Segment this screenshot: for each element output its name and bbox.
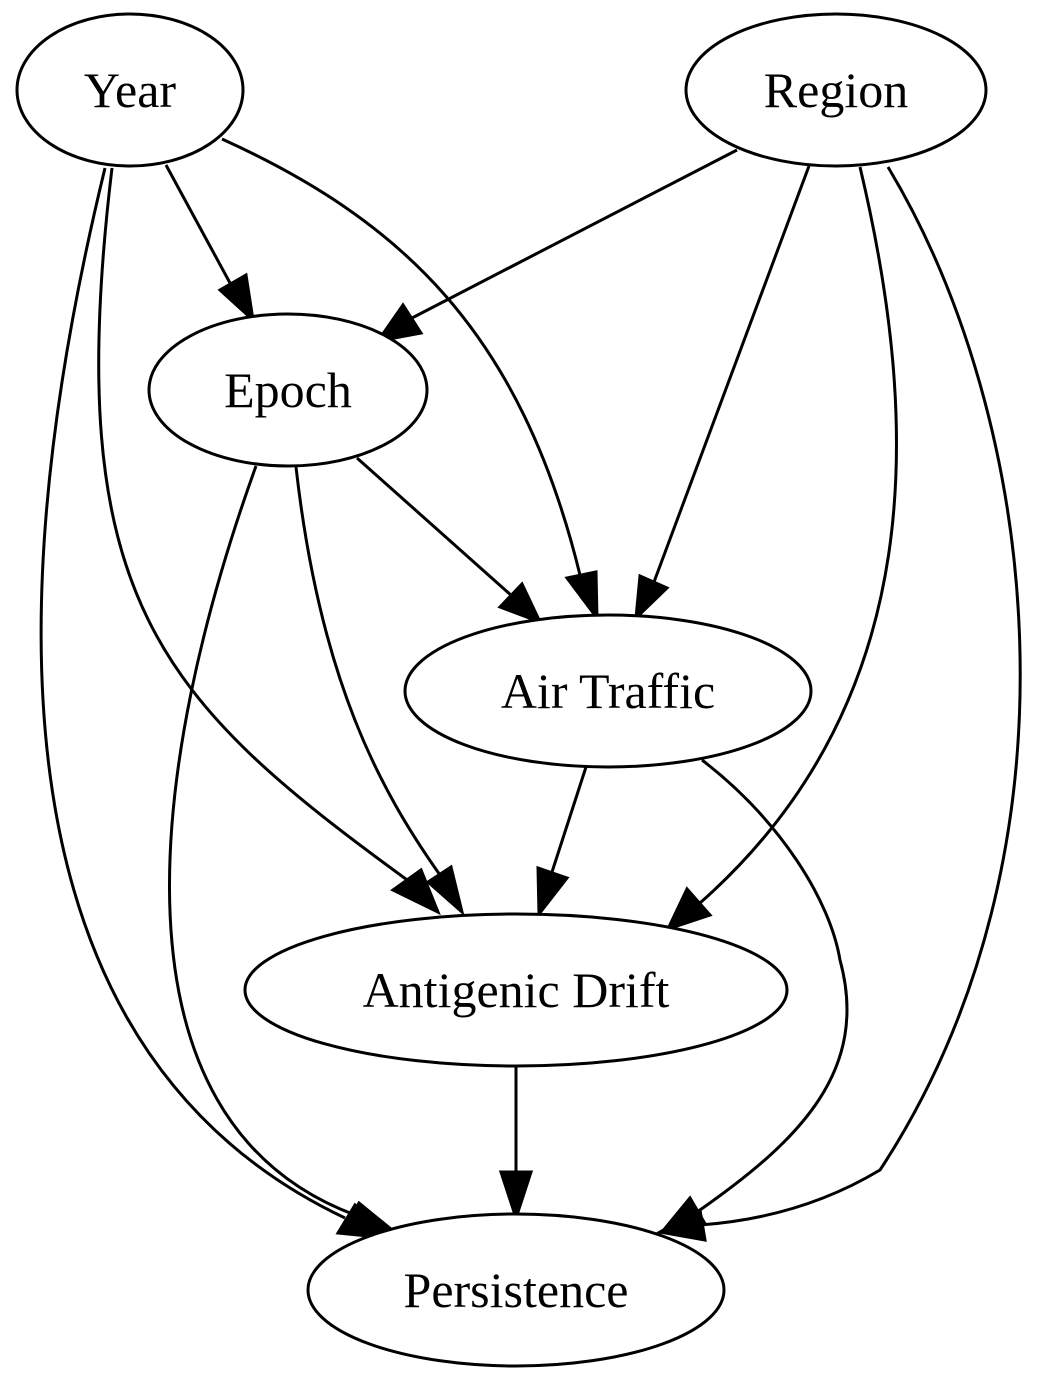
edge-air-traffic-to-antigenic-drift (536, 766, 588, 919)
node-epoch: Epoch (147, 312, 429, 468)
node-region: Region (684, 12, 988, 168)
nodes: Year Region Epoch Air Traffic Antigenic … (15, 12, 988, 1368)
edge-year-to-epoch (164, 164, 256, 324)
edge-epoch-to-air-traffic (356, 456, 543, 625)
edge-antigenic-drift-to-persistence (498, 1066, 534, 1223)
node-air-traffic: Air Traffic (403, 613, 813, 769)
node-persistence: Persistence (306, 1212, 726, 1368)
node-antigenic-drift: Antigenic Drift (243, 912, 789, 1068)
node-persistence-label: Persistence (404, 1262, 629, 1318)
edge-year-to-antigenic-drift (97, 167, 441, 916)
node-region-label: Region (764, 62, 908, 118)
node-air-traffic-label: Air Traffic (501, 663, 715, 719)
edge-region-to-air-traffic (634, 165, 811, 622)
node-epoch-label: Epoch (224, 362, 352, 418)
node-year: Year (15, 12, 245, 168)
edge-epoch-to-antigenic-drift (294, 466, 465, 917)
node-antigenic-drift-label: Antigenic Drift (363, 962, 670, 1018)
edge-air-traffic-to-persistence (658, 758, 849, 1235)
edges (39, 137, 1022, 1242)
edge-epoch-to-persistence (168, 465, 402, 1237)
node-year-label: Year (84, 62, 176, 118)
edge-region-to-antigenic-drift (665, 166, 898, 932)
edge-year-to-air-traffic (221, 137, 599, 623)
edge-region-to-epoch (374, 148, 738, 344)
